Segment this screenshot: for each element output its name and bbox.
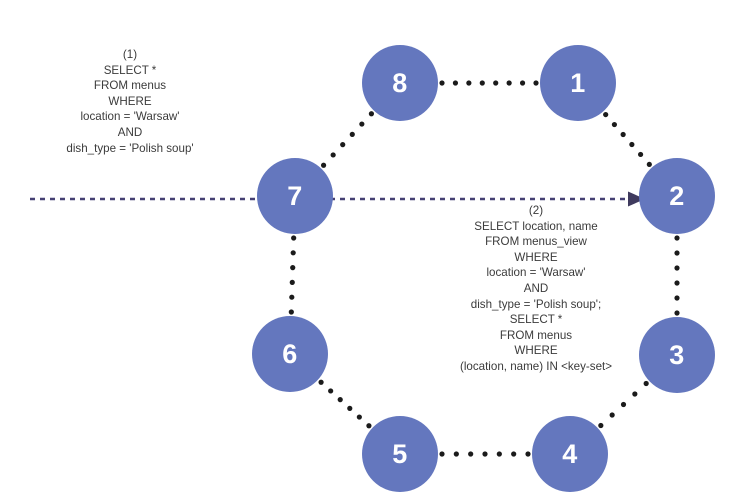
ring-dot	[290, 265, 296, 271]
node-2[interactable]: 2	[639, 158, 715, 234]
query-left-line-2: FROM menus	[93, 79, 167, 93]
query-right-line-3: WHERE	[514, 250, 558, 264]
ring-dot	[674, 310, 680, 316]
ring-dot	[337, 397, 343, 403]
node-label: 4	[562, 438, 578, 469]
ring-dot	[674, 250, 680, 256]
ring-dot	[525, 451, 531, 457]
ring-dot	[511, 451, 517, 457]
ring-dot	[330, 152, 336, 158]
ring-dot	[439, 451, 445, 457]
node-label: 7	[287, 180, 303, 211]
node-5[interactable]: 5	[362, 416, 438, 492]
ring-dot	[506, 80, 512, 86]
node-label: 8	[392, 67, 408, 98]
ring-dot	[674, 280, 680, 286]
ring-dot	[632, 391, 638, 397]
query-left-line-0: (1)	[122, 48, 138, 61]
query-right-line-5: AND	[523, 281, 549, 295]
ring-dot	[466, 80, 472, 86]
ring-dot	[318, 379, 324, 385]
node-4[interactable]: 4	[532, 416, 608, 492]
ring-dot	[533, 80, 539, 86]
ring-dot	[468, 451, 474, 457]
ring-dot	[609, 412, 615, 418]
query-left-line-4: location = 'Warsaw'	[80, 110, 180, 124]
ring-dot	[598, 422, 604, 429]
node-8[interactable]: 8	[362, 45, 438, 121]
ring-dot	[320, 162, 327, 168]
node-label: 6	[282, 338, 298, 369]
ring-dot	[359, 121, 365, 127]
ring-dot	[349, 131, 355, 137]
ring-dot	[646, 161, 652, 168]
query-right-line-2: FROM menus_view	[485, 235, 587, 249]
node-6[interactable]: 6	[252, 316, 328, 392]
ring-dot	[643, 380, 649, 387]
ring-dot	[519, 80, 526, 86]
ring-dot	[479, 80, 485, 86]
ring-dot	[347, 405, 353, 411]
ring-dot	[328, 388, 334, 394]
ring-dot	[368, 111, 375, 117]
node-7[interactable]: 7	[257, 158, 333, 234]
query-right-line-8: FROM menus	[499, 328, 573, 342]
octagon-dotted-ring	[288, 80, 680, 457]
node-label: 2	[669, 180, 685, 211]
ring-dot	[611, 121, 618, 128]
ring-dot	[439, 80, 445, 86]
ring-dot	[620, 131, 626, 138]
ring-dot	[496, 451, 502, 457]
query-right-line-1: SELECT location, name	[474, 219, 598, 233]
ring-dot	[290, 250, 296, 256]
query-right-line-4: location = 'Warsaw'	[486, 266, 586, 280]
ring-dot	[603, 111, 609, 118]
ring-dot	[366, 423, 372, 429]
node-3[interactable]: 3	[639, 317, 715, 393]
ring-dot	[291, 235, 297, 241]
node-label: 5	[392, 438, 408, 469]
ring-dot	[340, 142, 346, 148]
ring-dot	[289, 294, 295, 300]
query-right-line-7: SELECT *	[509, 313, 563, 327]
query-right-line-6: dish_type = 'Polish soup';	[470, 297, 602, 311]
query-left-line-6: dish_type = 'Polish soup'	[66, 141, 194, 155]
ring-dot	[289, 279, 295, 285]
dashed-arrow	[30, 191, 645, 207]
node-label: 3	[669, 339, 685, 370]
ring-dot	[356, 414, 362, 420]
ring-dot	[493, 80, 499, 86]
ring-dot	[637, 151, 644, 158]
ring-dot	[453, 451, 459, 457]
ring-dot	[452, 80, 459, 86]
ring-dot	[674, 295, 680, 301]
ring-dot	[674, 265, 680, 271]
node-label: 1	[570, 67, 586, 98]
ring-dot	[620, 401, 627, 408]
query-right-line-9: WHERE	[514, 344, 558, 358]
ring-dot	[288, 309, 294, 315]
node-1[interactable]: 1	[540, 45, 616, 121]
ring-dot	[482, 451, 488, 457]
ring-dot	[674, 235, 680, 241]
query-right-line-0: (2)	[528, 204, 544, 217]
arrow-head-icon	[628, 191, 645, 207]
query-left-line-3: WHERE	[108, 94, 152, 108]
query-left-line-5: AND	[117, 125, 143, 139]
query-left-line-1: SELECT *	[103, 63, 157, 77]
ring-dot	[629, 141, 635, 148]
query-right-line-10: (location, name) IN <key-set>	[459, 359, 613, 373]
